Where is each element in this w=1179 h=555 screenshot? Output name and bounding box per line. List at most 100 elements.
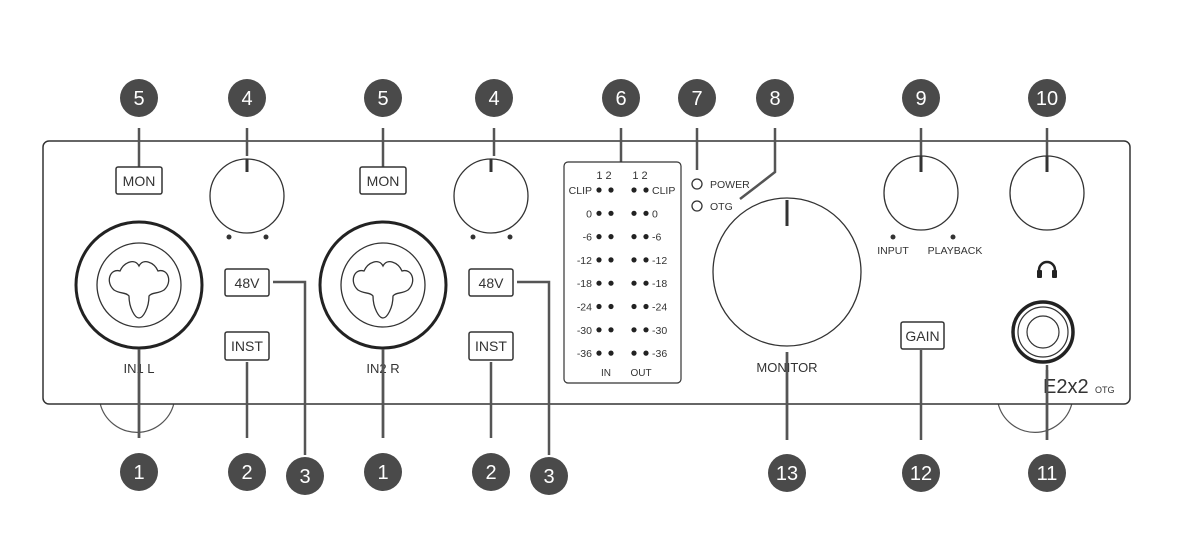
callout-5-left: 5 — [120, 79, 158, 117]
inst-button-2[interactable]: INST — [468, 331, 514, 361]
power-led: POWER — [691, 178, 750, 191]
meter-in-led — [608, 327, 614, 333]
inst-button-1[interactable]: INST — [224, 331, 270, 361]
combo-jack-2[interactable] — [318, 220, 448, 350]
mix-playback-dot — [950, 234, 956, 240]
meter-level-label-in: -30 — [577, 325, 592, 337]
callout-2-right: 2 — [472, 453, 510, 491]
svg-text:GAIN: GAIN — [905, 328, 939, 344]
meter-in-led — [596, 350, 602, 356]
svg-text:7: 7 — [691, 88, 702, 110]
meter-level-label-in: 0 — [586, 208, 592, 220]
knob-max-dot — [507, 234, 513, 240]
headphone-volume-knob[interactable] — [1009, 155, 1085, 231]
callout-3-right: 3 — [530, 457, 568, 495]
meter-frame — [563, 161, 682, 384]
knob-min-dot — [226, 234, 232, 240]
meter-row: -36-36 — [577, 348, 668, 360]
otg-led-icon — [691, 200, 703, 212]
xlr-socket-icon — [108, 261, 170, 319]
gain-button[interactable]: GAIN — [900, 321, 945, 350]
meter-level-label-out: -12 — [652, 255, 667, 267]
svg-text:9: 9 — [915, 88, 926, 110]
meter-out-label: OUT — [630, 368, 651, 379]
svg-text:1: 1 — [133, 462, 144, 484]
headphone-jack[interactable] — [1011, 300, 1075, 364]
svg-text:INST: INST — [231, 338, 263, 354]
gain-knob-2[interactable] — [453, 158, 529, 240]
meter-in-led — [596, 303, 602, 310]
meter-row: -12-12 — [577, 255, 668, 267]
meter-in-channel-header: 1 2 — [596, 170, 611, 182]
meter-level-label-out: -30 — [652, 325, 667, 337]
callout-4-left: 4 — [228, 79, 266, 117]
mon-button-1[interactable]: MON — [115, 166, 163, 195]
mix-knob[interactable] — [883, 155, 959, 240]
gain-knob-1[interactable] — [209, 158, 285, 240]
otg-led-label: OTG — [710, 201, 733, 213]
callout-lines-foreground — [137, 349, 1049, 440]
meter-out-led — [643, 234, 649, 240]
svg-text:13: 13 — [776, 463, 798, 485]
model-name: E2x2 — [1043, 376, 1089, 398]
meter-in-led — [608, 350, 614, 356]
callout-5-right: 5 — [364, 79, 402, 117]
meter-in-led — [608, 187, 614, 193]
svg-text:12: 12 — [910, 463, 932, 485]
svg-text:3: 3 — [299, 466, 310, 488]
knob-max-dot — [263, 234, 269, 240]
meter-in-led — [608, 303, 614, 310]
svg-text:11: 11 — [1037, 463, 1058, 485]
meter-row: CLIP CLIP — [569, 185, 676, 197]
meter-in-label: IN — [601, 368, 611, 379]
meter-in-led — [608, 234, 614, 240]
combo-jack-1[interactable] — [74, 220, 204, 350]
meter-level-label-out: 0 — [652, 208, 658, 220]
mon-button-2[interactable]: MON — [359, 166, 407, 195]
meter-row: -30 -30 — [577, 325, 668, 337]
svg-text:6: 6 — [615, 88, 626, 110]
svg-text:MON: MON — [367, 173, 400, 189]
callout-6: 6 — [602, 79, 640, 117]
meter-in-led — [596, 280, 602, 286]
meter-level-label-in: -36 — [577, 348, 592, 360]
svg-text:4: 4 — [241, 88, 252, 110]
meter-in-led — [596, 210, 602, 216]
meter-row: -18-18 — [577, 278, 668, 290]
meter-out-led — [631, 303, 637, 310]
callout-1-right: 1 — [364, 453, 402, 491]
meter-in-led — [608, 280, 614, 286]
meter-in-led — [608, 257, 614, 263]
model-logo: E2x2 OTG — [1043, 376, 1115, 398]
power-led-label: POWER — [710, 179, 750, 191]
monitor-knob[interactable] — [712, 197, 862, 347]
meter-row: -6-6 — [583, 232, 662, 244]
phantom-48v-button-2[interactable]: 48V — [468, 268, 514, 297]
svg-text:INST: INST — [475, 338, 507, 354]
meter-out-led — [631, 350, 637, 356]
callout-10: 10 — [1028, 79, 1066, 117]
meter-out-led — [643, 257, 649, 263]
svg-text:MON: MON — [123, 173, 156, 189]
meter-out-led — [643, 210, 649, 216]
meter-level-label-in: -24 — [577, 302, 592, 314]
meter-out-led — [631, 280, 637, 286]
callout-9: 9 — [902, 79, 940, 117]
meter-level-label-out: CLIP — [652, 185, 675, 197]
meter-out-led — [631, 327, 637, 333]
callout-12: 12 — [902, 454, 940, 492]
meter-level-label-in: CLIP — [569, 185, 592, 197]
left-foot — [99, 402, 175, 433]
callout-13: 13 — [768, 454, 806, 492]
svg-text:10: 10 — [1036, 88, 1058, 110]
model-suffix: OTG — [1095, 385, 1115, 395]
meter-out-led — [631, 210, 637, 216]
meter-level-label-out: -24 — [652, 302, 667, 314]
meter-level-label-in: -6 — [583, 232, 592, 244]
meter-out-led — [643, 187, 649, 193]
phantom-48v-button-1[interactable]: 48V — [224, 268, 270, 297]
svg-text:48V: 48V — [235, 275, 261, 291]
meter-level-label-in: -18 — [577, 278, 592, 290]
